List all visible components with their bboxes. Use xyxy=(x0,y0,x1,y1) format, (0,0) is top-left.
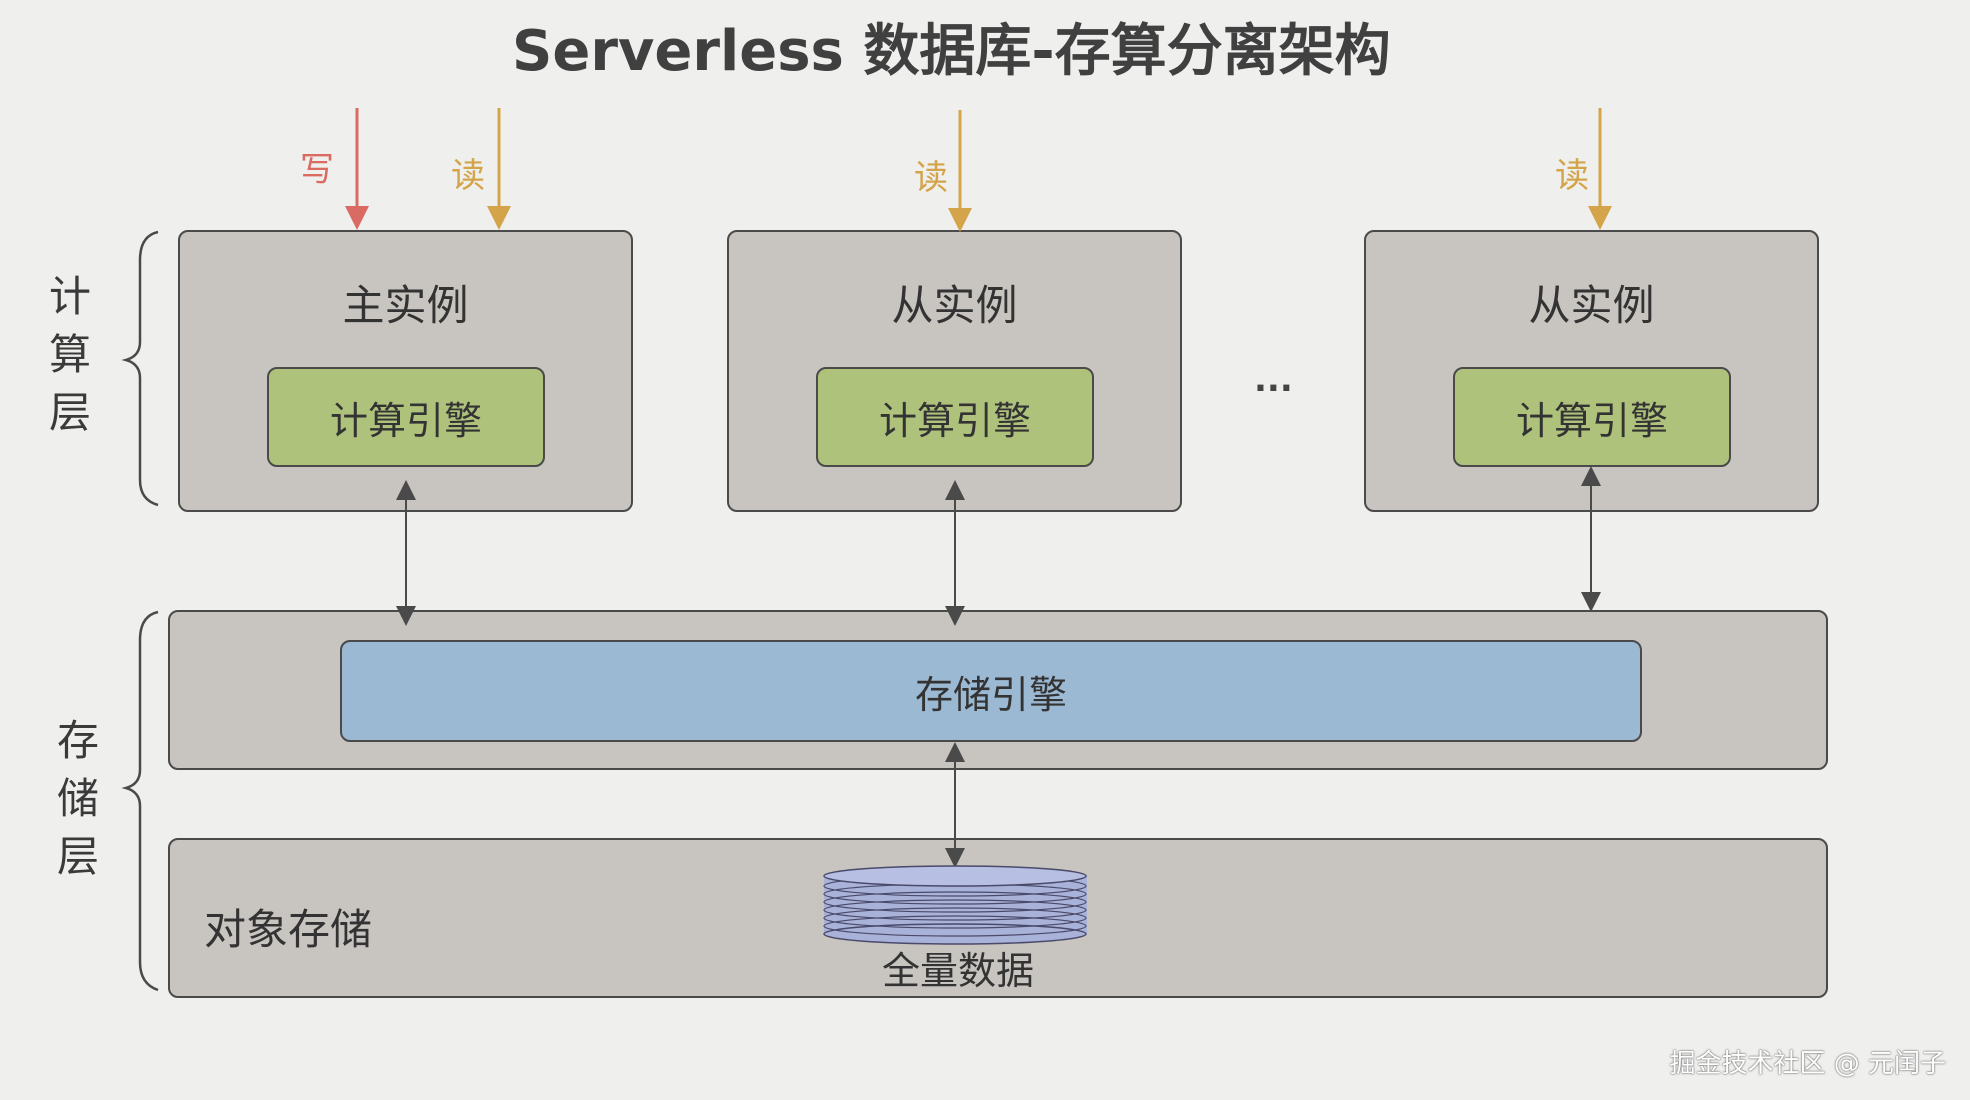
read-label-primary: 读 xyxy=(451,156,485,196)
read-label-replica-2: 读 xyxy=(1555,156,1589,196)
read-label-replica-1: 读 xyxy=(914,158,948,198)
storage-layer-label: 存 储 层 xyxy=(56,716,99,881)
primary-instance-box: 主实例 计算引擎 xyxy=(178,230,633,512)
diagram-title: Serverless 数据库-存算分离架构 xyxy=(512,19,1391,84)
compute-layer-brace xyxy=(121,230,159,507)
write-label: 写 xyxy=(300,150,334,190)
replica-compute-engine-1: 计算引擎 xyxy=(816,367,1094,467)
primary-compute-engine: 计算引擎 xyxy=(267,367,545,467)
watermark: 掘金技术社区 @ 元闰子 xyxy=(1669,1049,1946,1079)
compute-layer-label: 计 算 层 xyxy=(48,272,91,437)
replica-compute-engine-2: 计算引擎 xyxy=(1453,367,1731,467)
primary-instance-title: 主实例 xyxy=(342,281,469,330)
replica-instance-title-2: 从实例 xyxy=(1528,281,1655,330)
object-storage-label: 对象存储 xyxy=(204,905,373,954)
storage-layer-brace xyxy=(121,610,159,992)
replica-instance-box-2: 从实例 计算引擎 xyxy=(1364,230,1819,512)
replica-instance-title-1: 从实例 xyxy=(891,281,1018,330)
disk-stack-icon xyxy=(823,865,1087,945)
storage-engine: 存储引擎 xyxy=(340,640,1642,742)
full-data-label: 全量数据 xyxy=(882,949,1035,993)
storage-layer-box: 存储引擎 xyxy=(168,610,1828,770)
ellipsis: ... xyxy=(1254,360,1293,400)
